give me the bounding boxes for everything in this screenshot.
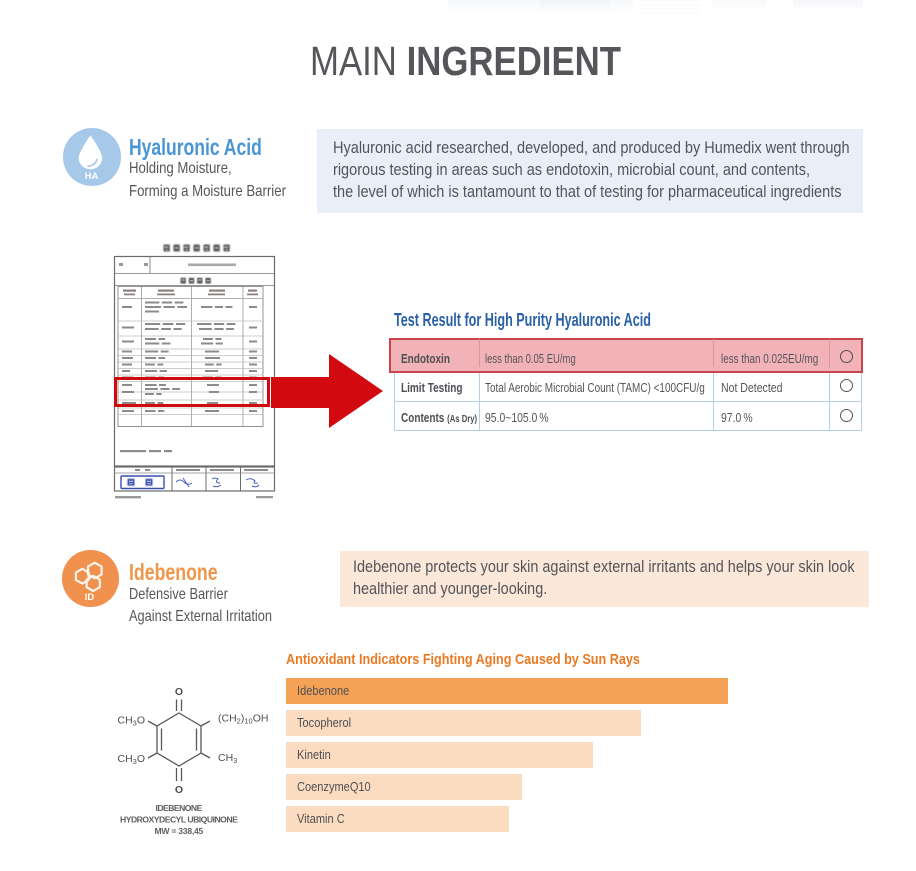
svg-text:CH3O: CH3O xyxy=(117,715,145,728)
svg-text:CH3: CH3 xyxy=(218,752,237,765)
svg-text:CH3O: CH3O xyxy=(117,753,145,766)
svg-text:(CH2)10OH: (CH2)10OH xyxy=(218,713,268,726)
svg-text:IDEBENONE: IDEBENONE xyxy=(156,803,203,813)
svg-text:HA: HA xyxy=(85,171,99,182)
svg-text:HYDROXYDECYL UBIQUINONE: HYDROXYDECYL UBIQUINONE xyxy=(120,815,238,825)
svg-text:O: O xyxy=(175,784,183,796)
svg-text:ID: ID xyxy=(85,592,95,603)
svg-text:MW = 338,45: MW = 338,45 xyxy=(155,826,204,836)
svg-text:O: O xyxy=(175,686,183,698)
